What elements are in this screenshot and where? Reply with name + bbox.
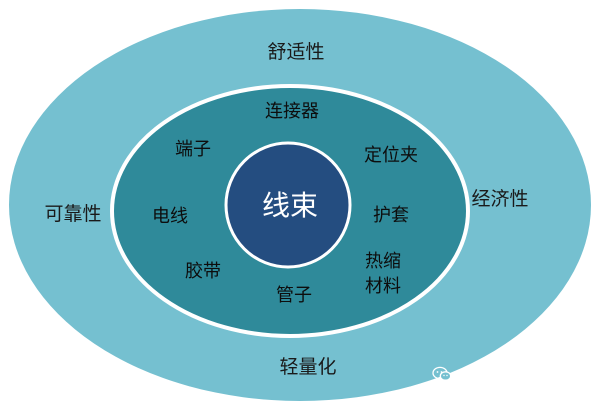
label-sheath: 护套 [373,205,409,226]
watermark: QualityIn质量学院 [432,364,577,384]
label-conduit: 管子 [276,285,312,306]
label-connector: 连接器 [265,101,319,122]
core-label: 线束 [262,189,318,222]
label-terminal: 端子 [175,139,211,160]
label-economy: 经济性 [471,188,528,210]
core-circle [224,141,352,269]
label-wire: 电线 [152,206,188,227]
label-lightweight: 轻量化 [279,356,336,378]
wechat-icon [432,366,452,381]
label-locating-clip: 定位夹 [364,145,418,166]
label-heat-shrink-line1: 热缩 [365,251,401,272]
label-tape: 胶带 [185,261,221,282]
watermark-text: QualityIn质量学院 [458,367,578,383]
label-heat-shrink-line2: 材料 [365,276,401,297]
label-reliability: 可靠性 [44,203,101,225]
label-comfort: 舒适性 [267,41,324,63]
